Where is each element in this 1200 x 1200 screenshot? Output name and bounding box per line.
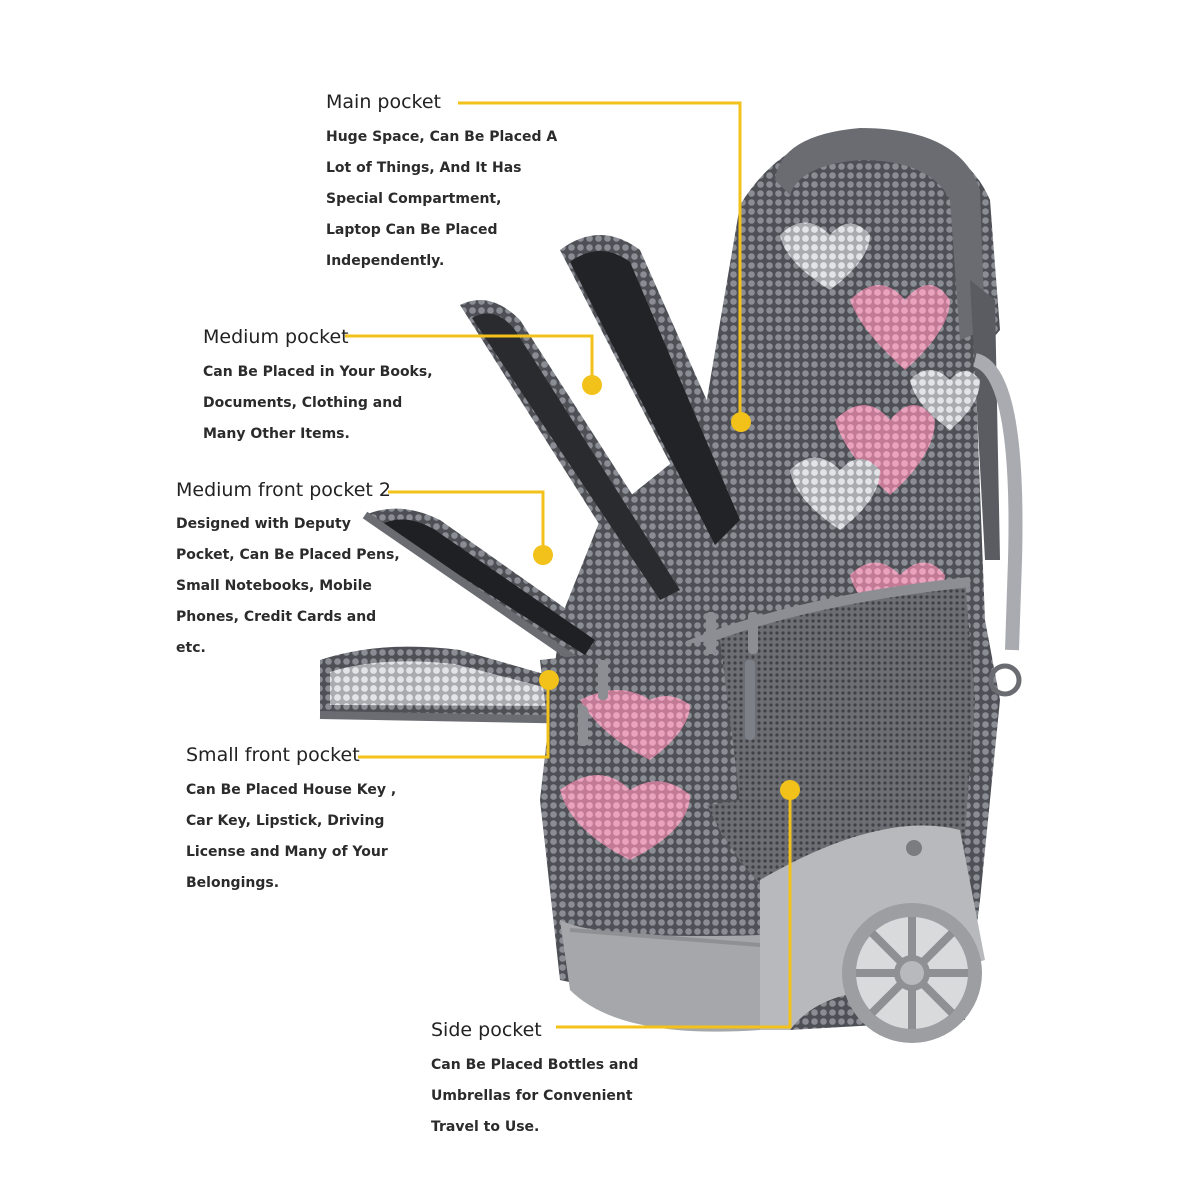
small-front-pocket-title: Small front pocket: [186, 744, 360, 766]
callout-leader-lines: [345, 101, 792, 1029]
description-line: Belongings.: [186, 875, 280, 891]
medium-front-pocket-2-title: Medium front pocket 2: [176, 479, 391, 501]
description-line: Travel to Use.: [431, 1119, 540, 1135]
description-line: Pocket, Can Be Placed Pens,: [176, 547, 400, 563]
description-line: etc.: [176, 640, 206, 656]
description-line: Small Notebooks, Mobile: [176, 578, 372, 594]
side-pocket-description: Can Be Placed Bottles and Umbrellas for …: [431, 1050, 638, 1143]
description-line: Can Be Placed Bottles and: [431, 1057, 639, 1073]
description-line: Can Be Placed House Key ,: [186, 782, 397, 798]
wheel-housing: [560, 825, 985, 1043]
description-line: Laptop Can Be Placed: [326, 222, 498, 238]
description-line: Special Compartment,: [326, 191, 502, 207]
description-line: Lot of Things, And It Has: [326, 160, 522, 176]
description-line: Umbrellas for Convenient: [431, 1088, 633, 1104]
main-pocket-description: Huge Space, Can Be Placed A Lot of Thing…: [326, 122, 557, 277]
medium-pocket-description: Can Be Placed in Your Books, Documents, …: [203, 357, 433, 450]
strap-clip: [988, 663, 1022, 697]
description-line: Many Other Items.: [203, 426, 350, 442]
zipper-pulls: [578, 612, 758, 746]
description-line: Documents, Clothing and: [203, 395, 403, 411]
callout-markers: [533, 375, 800, 800]
medium-pocket-title: Medium pocket: [203, 326, 349, 348]
medium-front-pocket-2-description: Designed with Deputy Pocket, Can Be Plac…: [176, 509, 400, 664]
side-pocket-title: Side pocket: [431, 1019, 542, 1041]
side-strap: [972, 353, 1023, 651]
description-line: License and Many of Your: [186, 844, 388, 860]
description-line: Huge Space, Can Be Placed A: [326, 129, 558, 145]
description-line: Independently.: [326, 253, 445, 269]
main-pocket-title: Main pocket: [326, 91, 441, 113]
description-line: Phones, Credit Cards and: [176, 609, 377, 625]
description-line: Designed with Deputy: [176, 516, 351, 532]
description-line: Can Be Placed in Your Books,: [203, 364, 433, 380]
small-front-pocket-description: Can Be Placed House Key , Car Key, Lipst…: [186, 775, 396, 899]
description-line: Car Key, Lipstick, Driving: [186, 813, 385, 829]
open-pocket-flaps: [319, 235, 760, 860]
